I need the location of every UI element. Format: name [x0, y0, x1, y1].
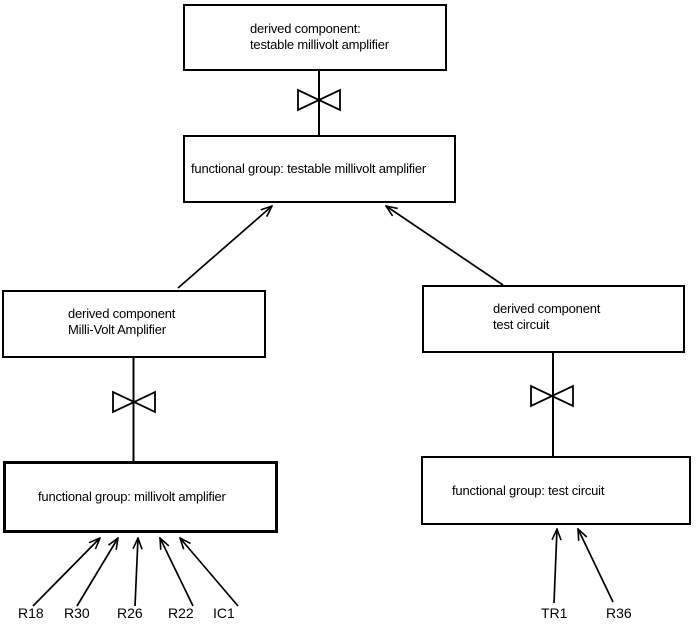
arrow-right-derived-to-top-functional	[386, 206, 504, 286]
bowtie-icon	[530, 384, 574, 408]
node-derived-testable-millivolt-amplifier: derived component: testable millivolt am…	[183, 4, 447, 71]
arrow-r30-to-left-functional	[76, 538, 118, 607]
node-functional-group-testable-millivolt-amplifier: functional group: testable millivolt amp…	[183, 135, 456, 203]
node-label-line2: test circuit	[493, 317, 550, 332]
component-label-r18: R18	[18, 605, 44, 621]
arrow-r18-to-left-functional	[32, 538, 100, 607]
node-derived-milli-volt-amplifier: derived component Milli-Volt Amplifier	[2, 290, 266, 358]
component-label-tr1: TR1	[541, 605, 568, 621]
bowtie-icon	[112, 390, 156, 414]
node-label-line1: derived component	[493, 301, 601, 316]
component-label-r36: R36	[606, 605, 632, 621]
arrow-ic1-to-left-functional	[180, 538, 239, 607]
node-label: functional group: test circuit	[452, 482, 605, 498]
node-label-line1: derived component:	[250, 21, 361, 36]
bowtie-icon	[297, 88, 341, 112]
component-label-r26: R26	[117, 605, 143, 621]
component-label-r22: R22	[168, 605, 194, 621]
node-functional-group-test-circuit: functional group: test circuit	[421, 456, 691, 525]
node-label-line2: Milli-Volt Amplifier	[68, 322, 166, 337]
node-label: functional group: millivolt amplifier	[38, 489, 226, 504]
arrow-r26-to-left-functional	[135, 538, 138, 607]
component-label-ic1: IC1	[213, 605, 235, 621]
node-label-line2: testable millivolt amplifier	[250, 37, 389, 52]
arrow-r36-to-right-functional	[578, 529, 614, 603]
node-functional-group-millivolt-amplifier: functional group: millivolt amplifier	[3, 461, 278, 533]
arrow-tr1-to-right-functional	[554, 529, 557, 604]
component-label-r30: R30	[64, 605, 90, 621]
arrow-left-derived-to-top-functional	[177, 206, 272, 289]
arrow-r22-to-left-functional	[160, 538, 194, 607]
node-derived-test-circuit: derived component test circuit	[422, 285, 685, 353]
node-label-line1: derived component	[68, 306, 176, 321]
node-label: functional group: testable millivolt amp…	[191, 161, 427, 176]
